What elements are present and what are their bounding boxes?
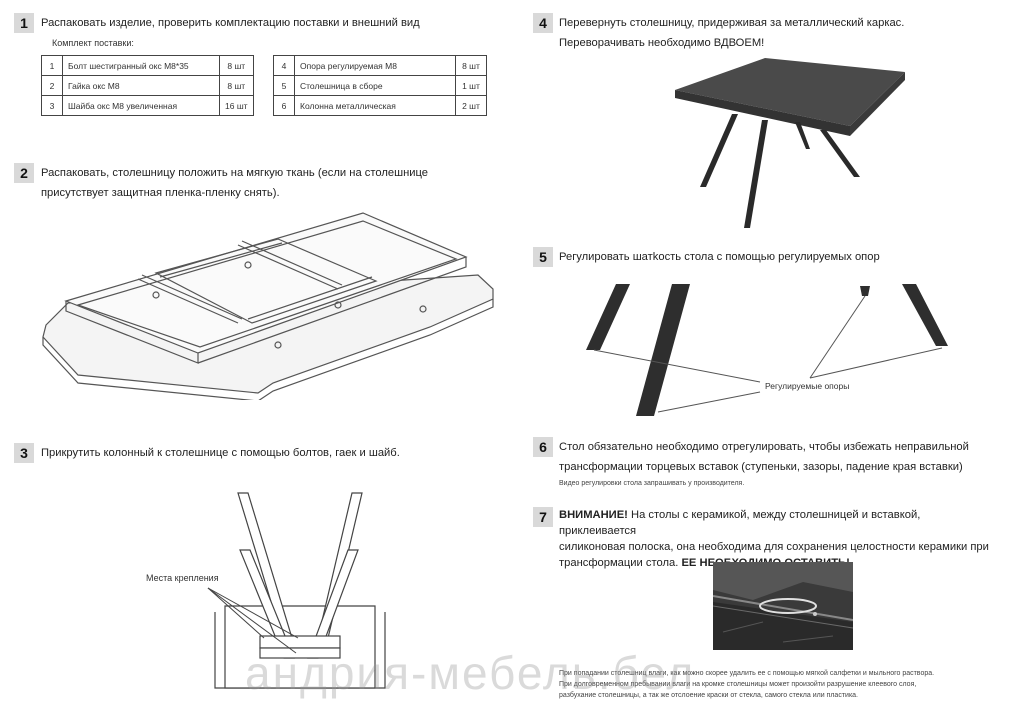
kit-cell: 1 шт — [455, 75, 487, 96]
step-7-line3: трансформации стола. — [559, 557, 679, 569]
kit-cell: Гайка окс М8 — [62, 75, 220, 96]
footnote-line2: При долговременном пребывании влаги на к… — [559, 681, 917, 688]
footnote-line1: При попадании столешниц влаги, как можно… — [559, 670, 935, 677]
footnote-line3: разбухание столешницы, а так же отслоени… — [559, 692, 858, 699]
step-1-number: 1 — [14, 13, 34, 33]
kit-cell: 4 — [273, 55, 295, 76]
step-2-line2: присутствует защитная пленка-пленку снят… — [41, 187, 280, 199]
step-4-line2: Переворачивать необходимо ВДВОЕМ! — [559, 37, 765, 49]
kit-cell: 8 шт — [455, 55, 487, 76]
assembled-table-illustration — [675, 58, 905, 228]
kit-cell: 3 — [41, 95, 63, 116]
silicone-strip-photo — [713, 562, 853, 650]
step-2-line1: Распаковать, столешницу положить на мягк… — [41, 167, 429, 179]
step-7-number: 7 — [533, 507, 553, 527]
kit-cell: 1 — [41, 55, 63, 76]
warning-label: ВНИМАНИЕ! — [559, 509, 628, 521]
kit-cell: 16 шт — [219, 95, 254, 116]
adjustable-feet-illustration — [586, 284, 948, 416]
step-2-number: 2 — [14, 163, 34, 183]
step-6-note: Видео регулировки стола запрашивать у пр… — [559, 480, 745, 487]
kit-cell: Шайба окс М8 увеличенная — [62, 95, 220, 116]
kit-cell: 2 шт — [455, 95, 487, 116]
kit-cell: 8 шт — [219, 55, 254, 76]
step-7-line2: силиконовая полоска, она необходима для … — [559, 541, 989, 553]
step-4-number: 4 — [533, 13, 553, 33]
step-5-number: 5 — [533, 247, 553, 267]
kit-cell: Колонна металлическая — [294, 95, 456, 116]
adjustable-feet-label: Регулируемые опоры — [765, 381, 850, 391]
kit-cell: 6 — [273, 95, 295, 116]
kit-cell: Болт шестигранный окс М8*35 — [62, 55, 220, 76]
watermark: андрия-мебель.бел — [245, 647, 696, 699]
kit-cell: Столешница в сборе — [294, 75, 456, 96]
mounting-points-label: Места крепления — [146, 573, 219, 583]
kit-cell: 2 — [41, 75, 63, 96]
step-4-line1: Перевернуть столешницу, придерживая за м… — [559, 17, 905, 29]
step-5-text: Регулировать шатkость стола с помощью ре… — [559, 251, 880, 263]
legs-mounting-illustration — [207, 492, 386, 689]
kit-cell: Опора регулируемая М8 — [294, 55, 456, 76]
step-1-text: Распаковать изделие, проверить комплекта… — [41, 17, 420, 29]
step-6-number: 6 — [533, 437, 553, 457]
step-3-text: Прикрутить колонный к столешнице с помощ… — [41, 447, 400, 459]
step-6-line2: трансформации торцевых вставок (ступеньк… — [559, 461, 963, 473]
kit-cell: 8 шт — [219, 75, 254, 96]
step-7-line1: На столы с керамикой, между столешницей … — [559, 509, 921, 537]
kit-cell: 5 — [273, 75, 295, 96]
step-6-line1: Стол обязательно необходимо отрегулирова… — [559, 441, 969, 453]
kit-title: Комплект поставки: — [52, 38, 134, 48]
tabletop-frame-illustration — [42, 212, 494, 400]
step-3-number: 3 — [14, 443, 34, 463]
